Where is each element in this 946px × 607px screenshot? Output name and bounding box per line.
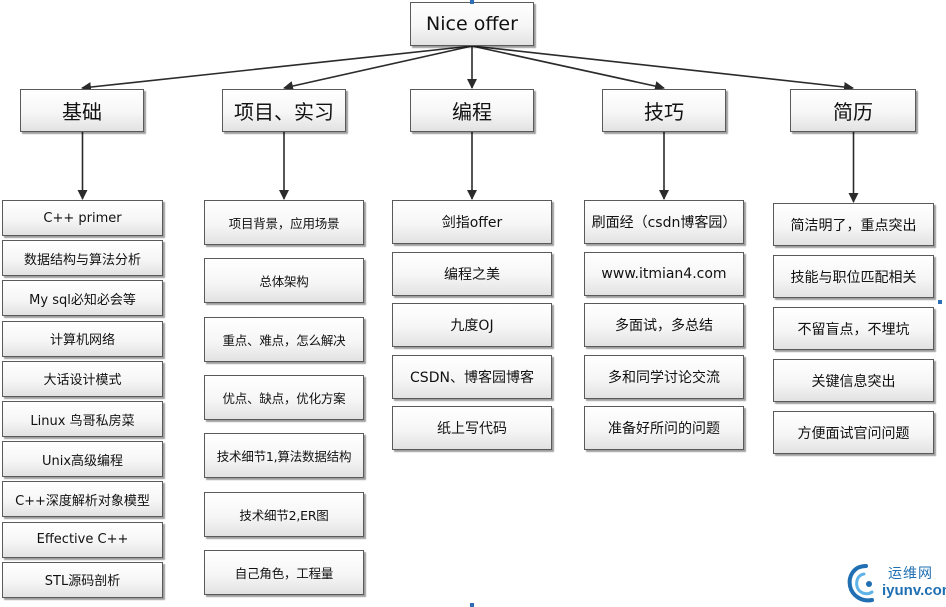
item-node[interactable]: 自己角色，工程量 [204, 549, 364, 595]
item-node[interactable]: Effective C++ [2, 521, 163, 558]
item-node[interactable]: 项目背景，应用场景 [204, 200, 364, 245]
item-node[interactable]: Unix高级编程 [2, 441, 163, 478]
item-node[interactable]: 技术细节2,ER图 [204, 491, 364, 537]
item-node[interactable]: 大话设计模式 [2, 360, 163, 397]
root-node[interactable]: Nice offer [410, 2, 534, 46]
item-node[interactable]: 不留盲点，不埋坑 [773, 307, 934, 351]
item-node[interactable]: My sql必知必会等 [2, 280, 163, 317]
watermark: 运维网 iyunv.com [844, 560, 946, 606]
item-node[interactable]: 技术细节1,算法数据结构 [204, 433, 364, 479]
selection-handle [470, 0, 474, 4]
item-node[interactable]: 多和同学讨论交流 [584, 354, 744, 399]
connector-root-to-category [471, 45, 854, 92]
cloud-swirl-icon [847, 564, 874, 603]
item-node[interactable]: Linux 鸟哥私房菜 [2, 401, 163, 437]
selection-handle [470, 603, 474, 607]
connector-root-to-category [471, 45, 665, 91]
item-node[interactable]: 纸上写代码 [392, 406, 552, 450]
item-node[interactable]: CSDN、博客园博客 [392, 354, 552, 399]
connector-root-to-category [81, 45, 473, 93]
connector-root-to-category [283, 45, 473, 91]
item-node[interactable]: 优点、缺点，优化方案 [204, 374, 364, 420]
category-node[interactable]: 项目、实习 [222, 89, 346, 132]
category-node[interactable]: 技巧 [602, 89, 726, 132]
item-node[interactable]: 方便面试官问问题 [773, 411, 934, 455]
item-node[interactable]: 数据结构与算法分析 [2, 240, 163, 277]
item-node[interactable]: C++ primer [2, 200, 163, 236]
item-node[interactable]: 刷面经（csdn博客园） [584, 200, 744, 244]
watermark-url: iyunv.com [882, 582, 946, 599]
item-node[interactable]: STL源码剖析 [2, 561, 163, 598]
item-node[interactable]: www.itmian4.com [584, 251, 744, 296]
category-node[interactable]: 编程 [410, 89, 534, 132]
item-node[interactable]: 计算机网络 [2, 320, 163, 357]
item-node[interactable]: 编程之美 [392, 251, 552, 296]
item-node[interactable]: 总体架构 [204, 258, 364, 304]
watermark-cn-text: 运维网 [888, 566, 933, 582]
category-node[interactable]: 简历 [790, 89, 916, 132]
item-node[interactable]: 简洁明了，重点突出 [773, 203, 934, 246]
category-node[interactable]: 基础 [20, 89, 144, 132]
item-node[interactable]: C++深度解析对象模型 [2, 481, 163, 518]
item-node[interactable]: 重点、难点，怎么解决 [204, 316, 364, 362]
item-node[interactable]: 九度OJ [392, 303, 552, 347]
item-node[interactable]: 技能与职位匹配相关 [773, 255, 934, 299]
item-node[interactable]: 剑指offer [392, 200, 552, 244]
selection-handle [938, 300, 942, 304]
item-node[interactable]: 准备好所问的问题 [584, 406, 744, 450]
item-node[interactable]: 多面试，多总结 [584, 303, 744, 347]
item-node[interactable]: 关键信息突出 [773, 359, 934, 403]
